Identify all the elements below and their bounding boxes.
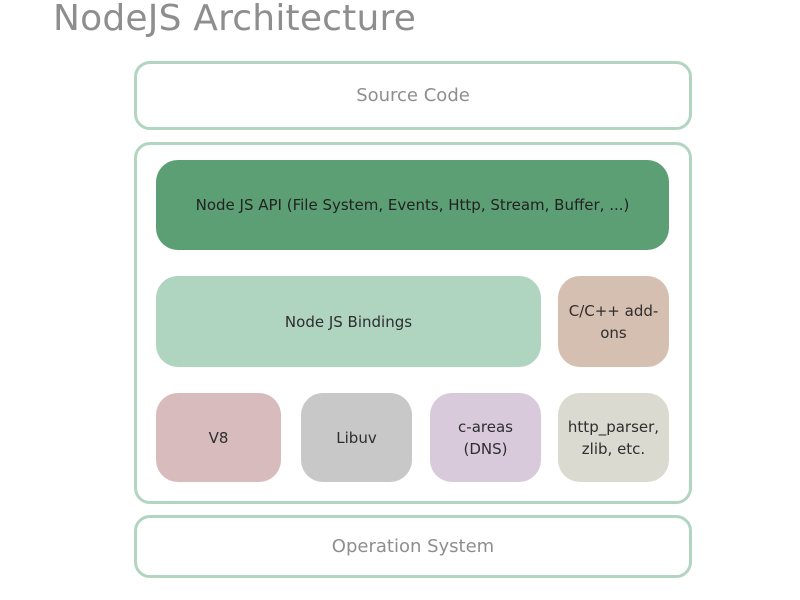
- c-areas-label-line2: (DNS): [463, 439, 508, 458]
- operation-system-label: Operation System: [331, 536, 495, 557]
- cpp-addons-label-line1: C/C++ add-: [568, 301, 659, 320]
- node-js-bindings-block: Node JS Bindings: [156, 276, 541, 367]
- v8-block: V8: [156, 393, 281, 482]
- diagram-title: NodeJS Architecture: [53, 0, 417, 39]
- node-js-bindings-label: Node JS Bindings: [284, 312, 413, 331]
- http-parser-block: http_parser, zlib, etc.: [558, 393, 669, 482]
- libuv-block: Libuv: [301, 393, 412, 482]
- cpp-addons-label-line2: ons: [600, 323, 627, 342]
- cpp-addons-block: C/C++ add- ons: [558, 276, 669, 367]
- c-areas-block: c-areas (DNS): [430, 393, 541, 482]
- http-parser-label-line2: zlib, etc.: [581, 439, 646, 458]
- v8-label: V8: [208, 428, 229, 447]
- operation-system-layer: Operation System: [134, 515, 692, 578]
- source-code-label: Source Code: [356, 85, 470, 106]
- source-code-layer: Source Code: [134, 61, 692, 130]
- libuv-label: Libuv: [336, 428, 377, 447]
- node-js-api-block: Node JS API (File System, Events, Http, …: [156, 160, 669, 250]
- c-areas-label-line1: c-areas: [458, 417, 513, 436]
- node-js-api-label: Node JS API (File System, Events, Http, …: [195, 196, 630, 214]
- http-parser-label-line1: http_parser,: [567, 417, 660, 436]
